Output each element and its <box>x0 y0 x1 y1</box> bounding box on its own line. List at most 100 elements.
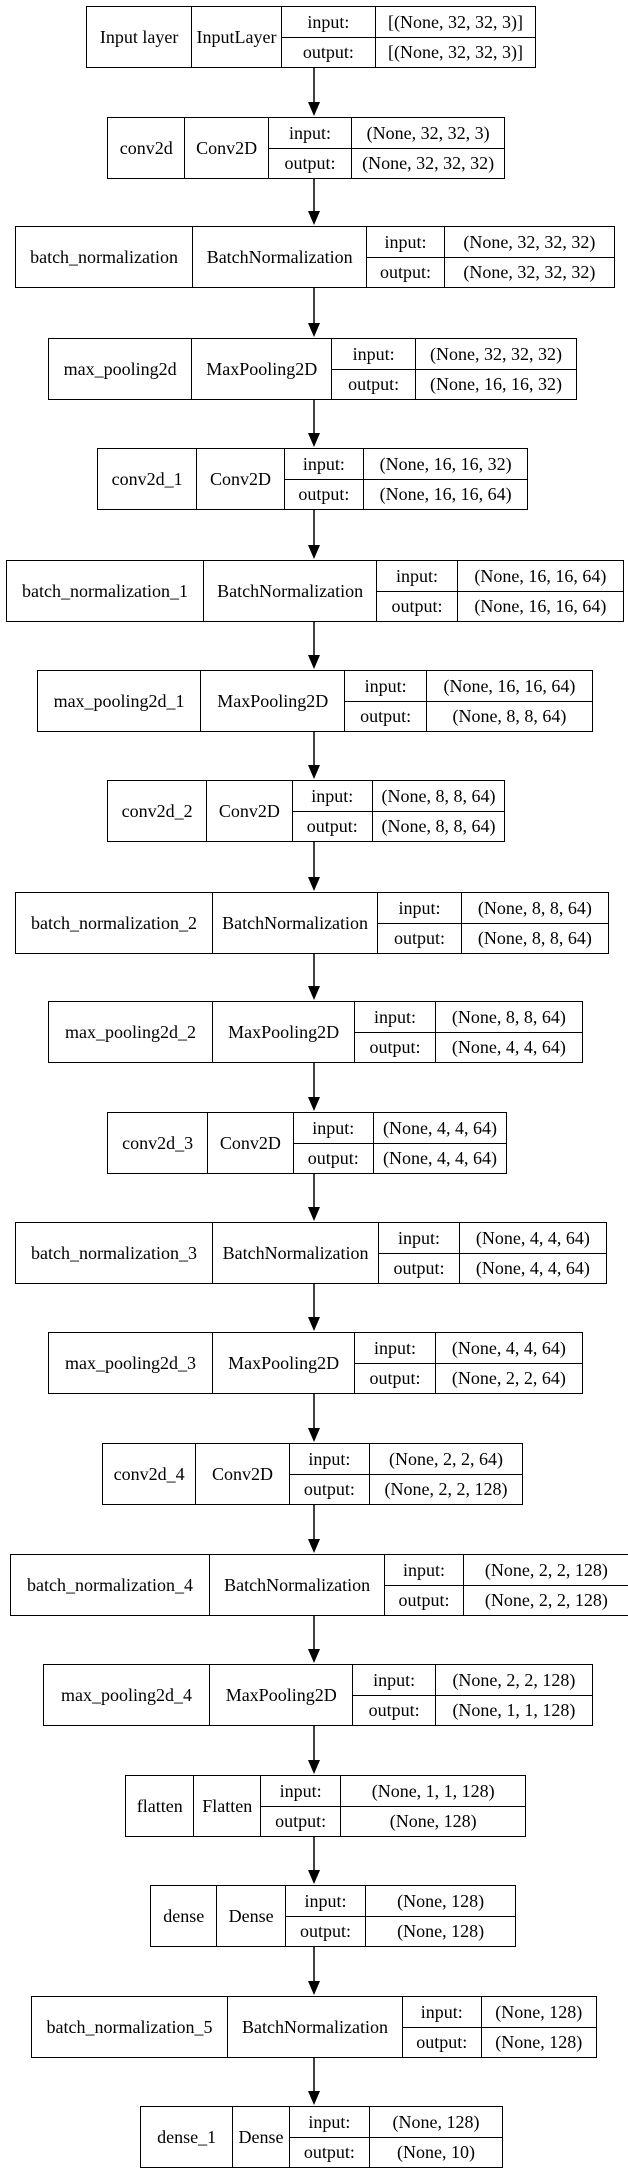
io-shapes: (None, 128)(None, 128) <box>481 1997 596 2057</box>
output-shape: (None, 8, 8, 64) <box>452 706 567 727</box>
layer-name: conv2d <box>108 118 186 178</box>
edge-arrowhead <box>308 102 320 116</box>
edge-arrowhead <box>308 1539 320 1553</box>
layer-type: MaxPooling2D <box>201 671 346 731</box>
input-shape: (None, 16, 16, 64) <box>457 561 623 592</box>
output-key-label: output: <box>368 1700 420 1721</box>
io-keys: input:output: <box>353 1665 436 1725</box>
output-shape: (None, 32, 32, 32) <box>362 153 495 174</box>
edge-arrowhead <box>308 211 320 225</box>
input-key-label: input: <box>403 1997 481 2028</box>
input-key-label: input: <box>292 781 372 812</box>
output-key-label: output: <box>369 1368 421 1389</box>
input-shape: (None, 4, 4, 64) <box>459 1223 606 1254</box>
edge-arrowhead <box>308 1760 320 1774</box>
edge-arrowhead <box>308 323 320 337</box>
layer-type: MaxPooling2D <box>213 1333 356 1393</box>
input-shape: (None, 2, 2, 128) <box>435 1665 592 1696</box>
output-shape: (None, 2, 2, 128) <box>484 1590 608 1611</box>
output-key-label: output: <box>348 374 400 395</box>
io-keys: input:output: <box>403 1997 482 2057</box>
input-shape: (None, 8, 8, 64) <box>435 1002 582 1033</box>
input-shape: (None, 1, 1, 128) <box>341 1776 525 1807</box>
io-shapes: (None, 2, 2, 128) (None, 2, 2, 128) <box>463 1555 628 1615</box>
output-shape: (None, 8, 8, 64) <box>381 816 496 837</box>
input-key-label: input: <box>260 1776 341 1807</box>
output-key-label: output: <box>391 596 443 617</box>
output-key-label: output: <box>303 1479 355 1500</box>
input-shape: (None, 32, 32, 32) <box>415 339 576 370</box>
output-key-label: output: <box>302 42 354 63</box>
layer-name: dense <box>151 1886 218 1946</box>
edge-arrowhead <box>308 655 320 669</box>
output-key-label: output: <box>369 1037 421 1058</box>
input-shape: (None, 2, 2, 64) <box>370 1444 522 1475</box>
input-shape: (None, 128) <box>366 1886 515 1917</box>
output-shape: (None, 10) <box>397 2142 476 2163</box>
layer-name: conv2d_2 <box>108 781 208 841</box>
edge-arrowhead <box>308 1649 320 1663</box>
input-shape: (None, 32, 32, 32) <box>444 227 614 258</box>
input-shape: (None, 4, 4, 64) <box>435 1333 582 1364</box>
output-key-label: output: <box>380 262 432 283</box>
io-shapes: (None, 128)(None, 10) <box>370 2107 502 2167</box>
output-shape: (None, 16, 16, 32) <box>429 374 562 395</box>
output-key-label: output: <box>393 1258 445 1279</box>
io-keys: input:output: <box>385 1555 464 1615</box>
layer-name: batch_normalization_2 <box>16 893 213 953</box>
output-key-label: output: <box>275 1811 327 1832</box>
io-shapes: (None, 8, 8, 64) (None, 4, 4, 64) <box>435 1002 582 1062</box>
input-key-label: input: <box>355 1002 435 1033</box>
output-key-label: output: <box>307 1148 359 1169</box>
layer-node-Input layer: Input layerInputLayerinput:output:[(None… <box>86 6 536 68</box>
io-keys: input:output: <box>379 1223 460 1283</box>
io-keys: input:output: <box>378 893 462 953</box>
io-keys: input:output: <box>285 1886 367 1946</box>
io-shapes: (None, 128)(None, 128) <box>366 1886 515 1946</box>
input-shape: (None, 2, 2, 128) <box>463 1555 628 1586</box>
input-shape: (None, 8, 8, 64) <box>373 781 504 812</box>
layer-name: conv2d_3 <box>108 1113 209 1173</box>
edge-arrowhead <box>308 986 320 1000</box>
output-shape: (None, 128) <box>389 1811 477 1832</box>
layer-name: conv2d_4 <box>103 1444 197 1504</box>
output-shape: (None, 4, 4, 64) <box>451 1037 566 1058</box>
output-key-label: output: <box>298 484 350 505</box>
io-shapes: (None, 16, 16, 64)(None, 16, 16, 64) <box>457 561 623 621</box>
layer-name: max_pooling2d_2 <box>49 1002 214 1062</box>
output-shape: (None, 128) <box>495 2032 583 2053</box>
io-shapes: (None, 4, 4, 64)(None, 4, 4, 64) <box>374 1113 506 1173</box>
layer-name: conv2d_1 <box>98 449 198 509</box>
layer-type: Conv2D <box>185 118 269 178</box>
input-key-label: input: <box>289 1444 370 1475</box>
io-shapes: (None, 8, 8, 64)(None, 8, 8, 64) <box>461 893 608 953</box>
edge-arrowhead <box>308 1870 320 1884</box>
io-keys: input: output: <box>293 1113 374 1173</box>
edge-arrowhead <box>308 1097 320 1111</box>
edge-arrowhead <box>308 877 320 891</box>
layer-type: MaxPooling2D <box>210 1665 354 1725</box>
input-key-label: input: <box>281 7 376 38</box>
layer-name: max_pooling2d_4 <box>44 1665 211 1725</box>
io-keys: input:output: <box>268 118 353 178</box>
input-shape: [(None, 32, 32, 3)] <box>376 7 535 38</box>
input-key-label: input: <box>293 1113 373 1144</box>
layer-name: max_pooling2d_3 <box>49 1333 214 1393</box>
input-key-label: input: <box>284 449 364 480</box>
layer-type: BatchNormalization <box>210 1555 386 1615</box>
layer-name: batch_normalization_3 <box>16 1223 213 1283</box>
layer-type: Dense <box>233 2107 290 2167</box>
layer-type: Conv2D <box>208 1113 294 1173</box>
layer-type: Conv2D <box>196 1444 290 1504</box>
input-shape: (None, 16, 16, 32) <box>364 449 528 480</box>
output-shape: (None, 4, 4, 64) <box>383 1148 497 1169</box>
